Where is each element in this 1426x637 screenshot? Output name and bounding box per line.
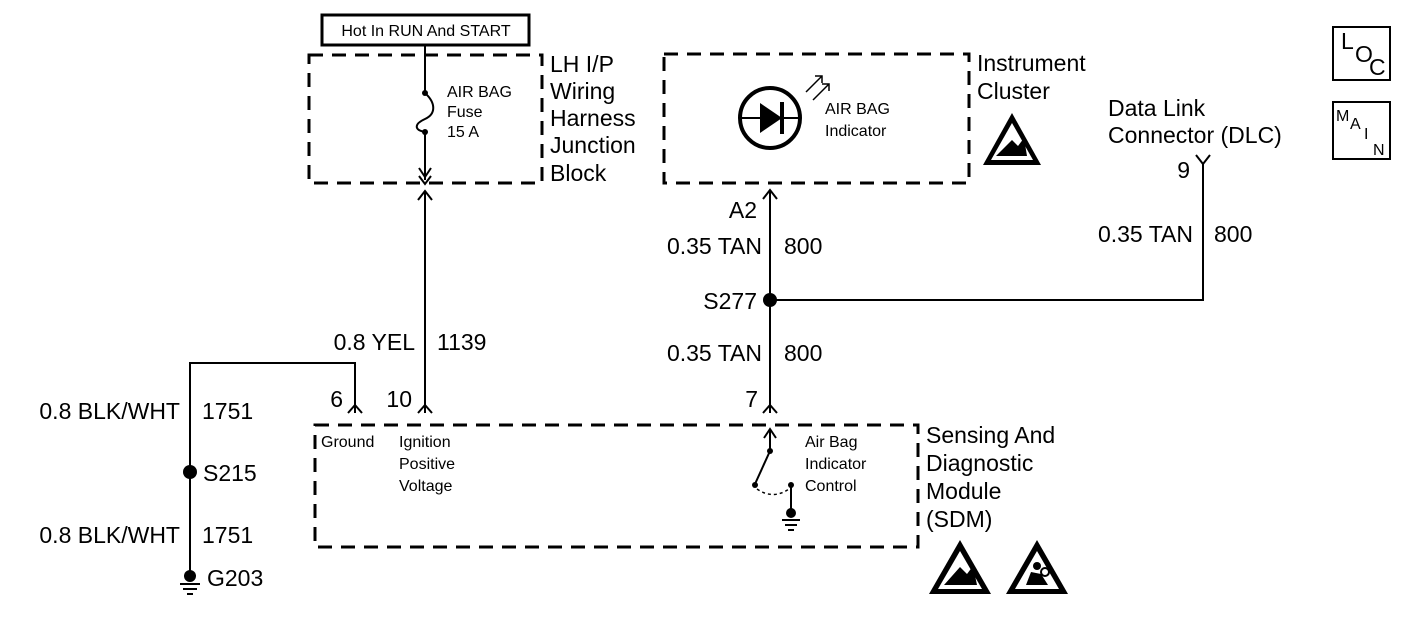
- sdm-pin-ground: 6: [330, 386, 343, 412]
- main-letter-n: N: [1373, 142, 1385, 159]
- instrument-cluster-name-1: Instrument: [977, 50, 1086, 76]
- main-letter-a: A: [1350, 116, 1361, 133]
- junction-block-name-5: Block: [550, 160, 607, 186]
- cluster-terminal-label: A2: [729, 197, 757, 223]
- wire-1139-circuit: 1139: [437, 329, 486, 355]
- wire-1751-lower-gauge-color: 0.8 BLK/WHT: [39, 522, 180, 548]
- sdm-pin-indicator: 7: [745, 386, 758, 412]
- loc-nav-button[interactable]: L O C: [1332, 26, 1391, 81]
- junction-block-name-3: Harness: [550, 105, 636, 131]
- ground-g203-label: G203: [207, 565, 263, 591]
- splice-s215-label: S215: [203, 460, 257, 486]
- led-indicator-icon: [738, 75, 830, 150]
- sdm-ignition-label-3: Voltage: [399, 478, 452, 495]
- loc-letter-o: O: [1355, 41, 1373, 67]
- wire-1751-upper-gauge-color: 0.8 BLK/WHT: [39, 398, 180, 424]
- wire-800-dlc-circuit: 800: [1214, 221, 1252, 247]
- esd-warning-icon: [983, 113, 1041, 165]
- dlc-name-1: Data Link: [1108, 95, 1206, 121]
- main-letter-m: M: [1336, 108, 1349, 125]
- wire-800-upper-gauge-color: 0.35 TAN: [667, 233, 762, 259]
- ground-g203: G203: [180, 565, 263, 595]
- splice-s215: S215: [183, 460, 257, 486]
- main-nav-button[interactable]: M A I N: [1332, 101, 1391, 160]
- power-banner: Hot In RUN And START: [320, 13, 531, 47]
- junction-block-name-1: LH I/P: [550, 51, 614, 77]
- wire-splice-to-sdm: 0.35 TAN 800: [667, 300, 822, 414]
- wire-1751-lower-circuit: 1751: [202, 522, 253, 548]
- sdm-ignition-label-1: Ignition: [399, 434, 451, 451]
- junction-block-name-4: Junction: [550, 132, 636, 158]
- wire-dlc-to-splice: 0.35 TAN 800: [770, 164, 1252, 301]
- instrument-cluster-name-2: Cluster: [977, 78, 1050, 104]
- sdm-module: 6 10 7 Ground Ignition Positive Voltage …: [313, 386, 1068, 594]
- sdm-name-2: Diagnostic: [926, 450, 1033, 476]
- switch-icon: [752, 427, 800, 531]
- instrument-cluster: AIR BAG Indicator Instrument Cluster: [662, 50, 1086, 185]
- wire-cluster-to-splice: A2 0.35 TAN 800: [667, 188, 822, 300]
- wire-1139-gauge-color: 0.8 YEL: [334, 329, 416, 355]
- fuse-icon: [415, 45, 435, 186]
- power-banner-text: Hot In RUN And START: [341, 23, 510, 40]
- sdm-indicator-label-1: Air Bag: [805, 434, 857, 451]
- esd-warning-icon: [929, 540, 991, 594]
- fuse-label-line-2: Fuse: [447, 104, 483, 121]
- wire-1751-upper-circuit: 1751: [202, 398, 253, 424]
- main-letter-i: I: [1364, 126, 1368, 143]
- fuse-label-line-1: AIR BAG: [447, 84, 512, 101]
- sdm-indicator-label-2: Indicator: [805, 456, 867, 473]
- wire-800-upper-circuit: 800: [784, 233, 822, 259]
- splice-s277-label: S277: [703, 288, 757, 314]
- wire-800-dlc-gauge-color: 0.35 TAN: [1098, 221, 1193, 247]
- splice-s277: S277: [703, 288, 777, 314]
- data-link-connector: Data Link Connector (DLC) 9: [1108, 95, 1282, 183]
- sdm-ground-label: Ground: [321, 434, 374, 451]
- dlc-terminal-label: 9: [1177, 157, 1190, 183]
- loc-letter-c: C: [1369, 54, 1386, 80]
- sdm-ignition-label-2: Positive: [399, 456, 455, 473]
- ground-icon: [180, 570, 200, 595]
- loc-letter-l: L: [1341, 28, 1354, 54]
- sdm-indicator-label-3: Control: [805, 478, 857, 495]
- fuse-label-line-3: 15 A: [447, 124, 479, 141]
- wire-800-lower-gauge-color: 0.35 TAN: [667, 340, 762, 366]
- sdm-name-4: (SDM): [926, 506, 992, 532]
- airbag-warning-icon: [1006, 540, 1068, 594]
- indicator-label-line-1: AIR BAG: [825, 101, 890, 118]
- sdm-pin-ignition: 10: [386, 386, 412, 412]
- sdm-name-3: Module: [926, 478, 1001, 504]
- wire-ground: 0.8 BLK/WHT 1751 0.8 BLK/WHT 1751: [39, 362, 363, 575]
- sdm-name-1: Sensing And: [926, 422, 1055, 448]
- wire-fuse-to-sdm: 0.8 YEL 1139: [334, 189, 486, 414]
- wire-800-lower-circuit: 800: [784, 340, 822, 366]
- junction-block: AIR BAG Fuse 15 A LH I/P Wiring Harness …: [307, 51, 636, 186]
- indicator-label-line-2: Indicator: [825, 123, 887, 140]
- junction-block-name-2: Wiring: [550, 78, 615, 104]
- dlc-name-2: Connector (DLC): [1108, 122, 1282, 148]
